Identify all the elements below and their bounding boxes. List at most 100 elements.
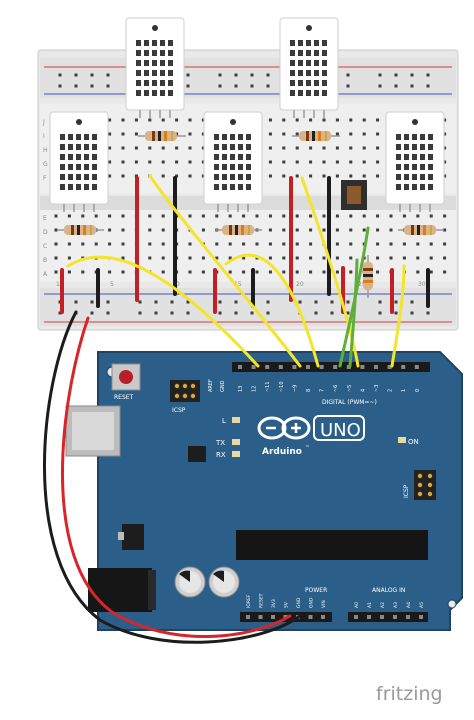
mounting-hole — [447, 599, 457, 609]
reset-button[interactable] — [119, 370, 133, 384]
analog-pin — [354, 615, 358, 619]
breadboard-hole — [255, 242, 259, 246]
breadboard-hole — [389, 242, 393, 246]
wire-data-yellow — [300, 176, 360, 368]
digital-pin-label: ~6 — [333, 385, 339, 392]
resistor — [216, 225, 262, 235]
breadboard-hole — [335, 228, 339, 232]
rail-hole — [218, 311, 222, 315]
breadboard-hole — [268, 146, 272, 150]
breadboard-hole — [201, 118, 205, 122]
rail-hole — [378, 73, 382, 77]
breadboard-hole — [108, 214, 112, 218]
rail-hole — [90, 311, 94, 315]
breadboard-hole — [335, 118, 339, 122]
digital-pin-label: 12 — [252, 386, 258, 392]
breadboard-hole — [295, 256, 299, 260]
analog-pin — [367, 615, 371, 619]
breadboard-hole — [201, 174, 205, 178]
breadboard-hole — [349, 132, 353, 136]
breadboard-hole — [242, 214, 246, 218]
row-letter: B — [43, 257, 47, 264]
breadboard-hole — [242, 242, 246, 246]
breadboard-hole — [268, 214, 272, 218]
wire-gnd-black — [43, 310, 302, 644]
row-letter: E — [43, 215, 47, 222]
icsp-header — [170, 380, 200, 402]
board-model: UNO — [320, 420, 361, 441]
rail-hole — [266, 73, 270, 77]
breadboard-hole — [201, 228, 205, 232]
digital-pin-row — [238, 365, 419, 369]
breadboard-hole — [94, 242, 98, 246]
rail-hole — [394, 73, 398, 77]
digital-pin-label: ~3 — [374, 385, 380, 392]
breadboard-hole — [429, 242, 433, 246]
rail-hole — [218, 300, 222, 304]
rail-hole — [90, 300, 94, 304]
breadboard-hole — [242, 256, 246, 260]
power-pin-label: GND — [296, 597, 302, 608]
breadboard-hole — [134, 132, 138, 136]
breadboard-hole — [309, 228, 313, 232]
breadboard-hole — [376, 118, 380, 122]
breadboard-hole — [322, 214, 326, 218]
digital-pin — [278, 365, 283, 369]
breadboard-hole — [148, 242, 152, 246]
breadboard-hole — [268, 174, 272, 178]
column-number: 25 — [358, 281, 366, 288]
rail-hole — [250, 73, 254, 77]
rail-hole — [250, 84, 254, 88]
breadboard-hole — [362, 228, 366, 232]
analog-pin-label: A1 — [367, 602, 373, 608]
breadboard-hole — [148, 256, 152, 260]
breadboard-hole — [335, 270, 339, 274]
row-letter: J — [42, 119, 45, 126]
breadboard-hole — [309, 214, 313, 218]
breadboard-hole — [376, 160, 380, 164]
uno-badge — [313, 415, 365, 441]
breadboard-hole — [443, 214, 447, 218]
breadboard-hole — [282, 174, 286, 178]
analog-pin-label: A0 — [354, 602, 360, 608]
rail-hole — [74, 84, 78, 88]
breadboard-hole — [362, 160, 366, 164]
capacitor — [174, 566, 206, 598]
digital-pin — [292, 365, 297, 369]
breadboard-hole — [295, 146, 299, 150]
digital-pin-label: ~11 — [265, 381, 271, 392]
breadboard-hole — [282, 146, 286, 150]
breadboard-hole — [335, 146, 339, 150]
power-pin-label: 3V3 — [271, 599, 277, 608]
breadboard-hole — [282, 118, 286, 122]
digital-label: DIGITAL (PWM=~) — [322, 399, 377, 406]
rail-hole — [330, 300, 334, 304]
breadboard-hole — [335, 256, 339, 260]
rail-hole — [138, 300, 142, 304]
breadboard-hole — [282, 256, 286, 260]
breadboard-hole — [161, 214, 165, 218]
rail-hole — [106, 84, 110, 88]
power-pin — [271, 615, 275, 619]
wire-data-yellow — [148, 174, 302, 368]
breadboard-hole — [175, 174, 179, 178]
breadboard-hole — [322, 160, 326, 164]
breadboard-hole — [81, 270, 85, 274]
breadboard-hole — [322, 118, 326, 122]
breadboard-hole — [54, 214, 58, 218]
analog-pin-label: A3 — [393, 602, 399, 608]
breadboard-hole — [402, 242, 406, 246]
rail-hole — [250, 311, 254, 315]
breadboard-hole — [175, 146, 179, 150]
wire-data-yellow — [66, 255, 260, 368]
rail-hole — [234, 84, 238, 88]
rail-hole — [314, 300, 318, 304]
rail-hole — [218, 73, 222, 77]
breadboard-hole — [309, 146, 313, 150]
breadboard-hole — [322, 146, 326, 150]
digital-pin-label: 1 — [401, 389, 407, 392]
breadboard-hole — [134, 174, 138, 178]
breadboard-hole — [161, 118, 165, 122]
breadboard-hole — [268, 132, 272, 136]
breadboard-hole — [121, 160, 125, 164]
